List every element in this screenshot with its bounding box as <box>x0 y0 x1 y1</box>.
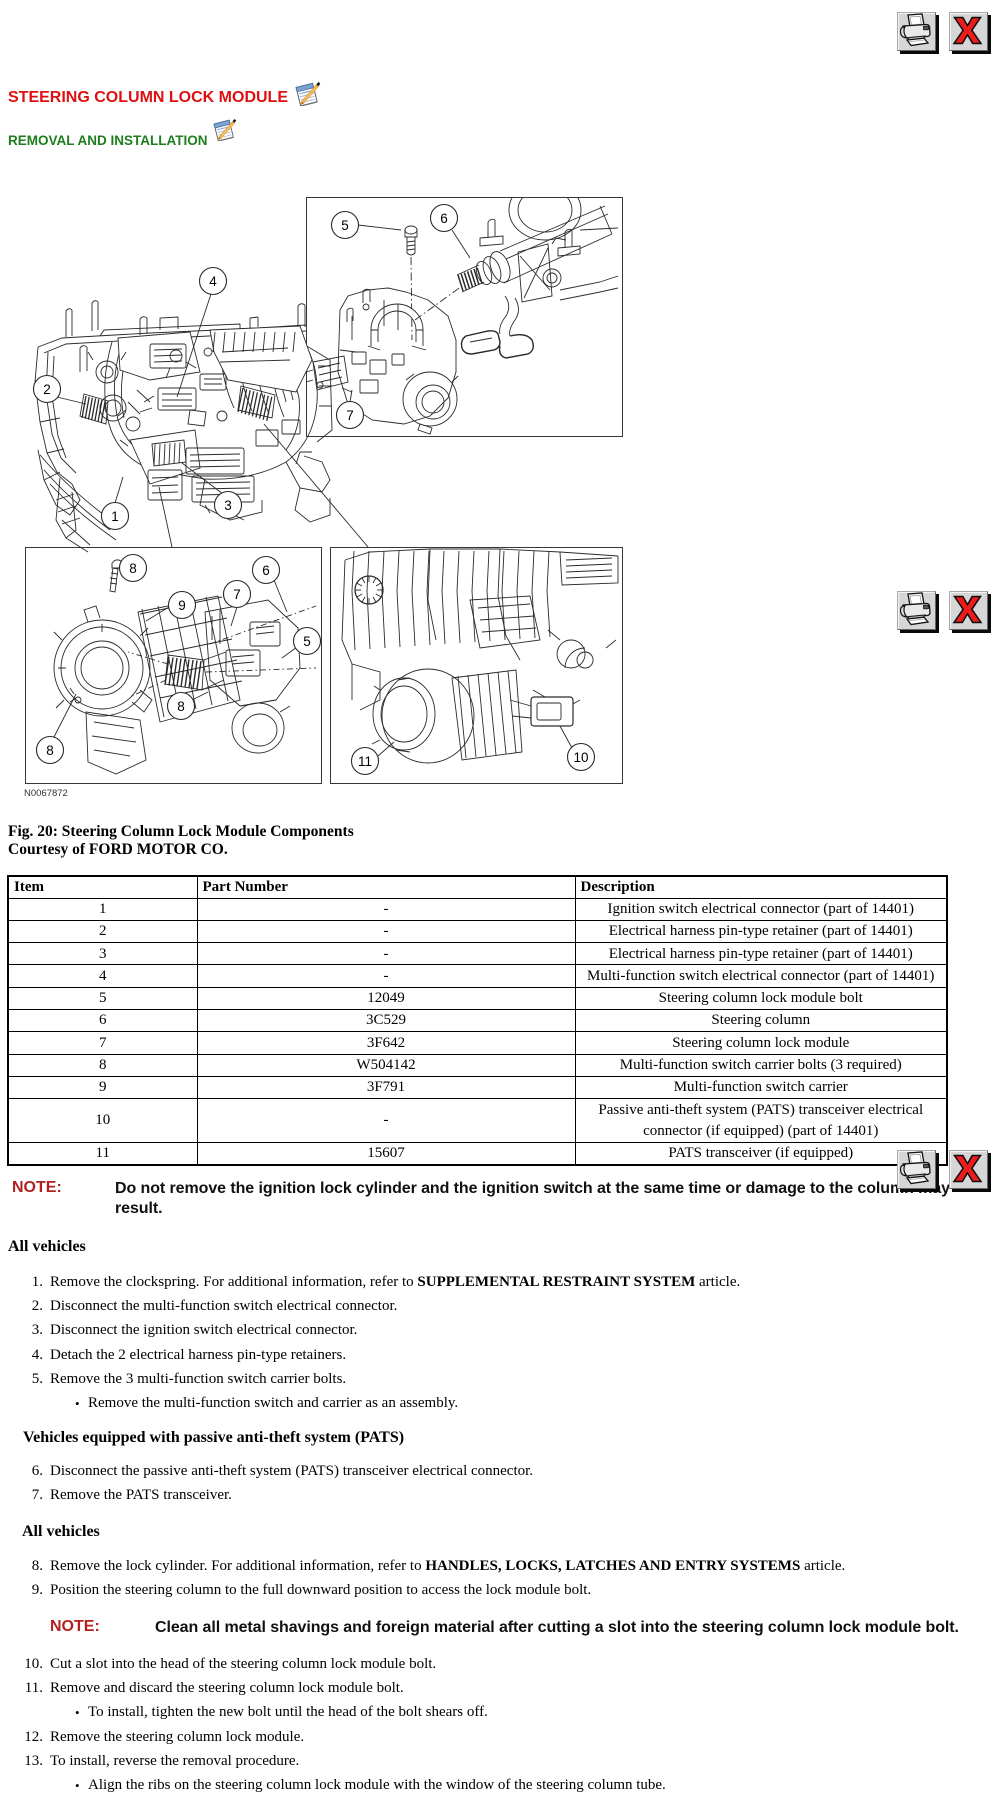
svg-text:7: 7 <box>346 408 354 423</box>
svg-text:5: 5 <box>303 634 311 649</box>
svg-text:6: 6 <box>262 563 270 578</box>
svg-text:3: 3 <box>224 498 232 513</box>
svg-text:5: 5 <box>341 218 349 233</box>
svg-text:11: 11 <box>358 754 372 769</box>
svg-text:9: 9 <box>178 598 186 613</box>
svg-text:2: 2 <box>43 382 51 397</box>
svg-text:6: 6 <box>440 211 448 226</box>
svg-text:8: 8 <box>129 561 137 576</box>
svg-text:8: 8 <box>177 699 185 714</box>
svg-text:1: 1 <box>111 509 119 524</box>
svg-text:7: 7 <box>233 587 241 602</box>
svg-text:8: 8 <box>46 743 54 758</box>
svg-text:4: 4 <box>209 274 217 289</box>
svg-text:10: 10 <box>573 750 588 765</box>
